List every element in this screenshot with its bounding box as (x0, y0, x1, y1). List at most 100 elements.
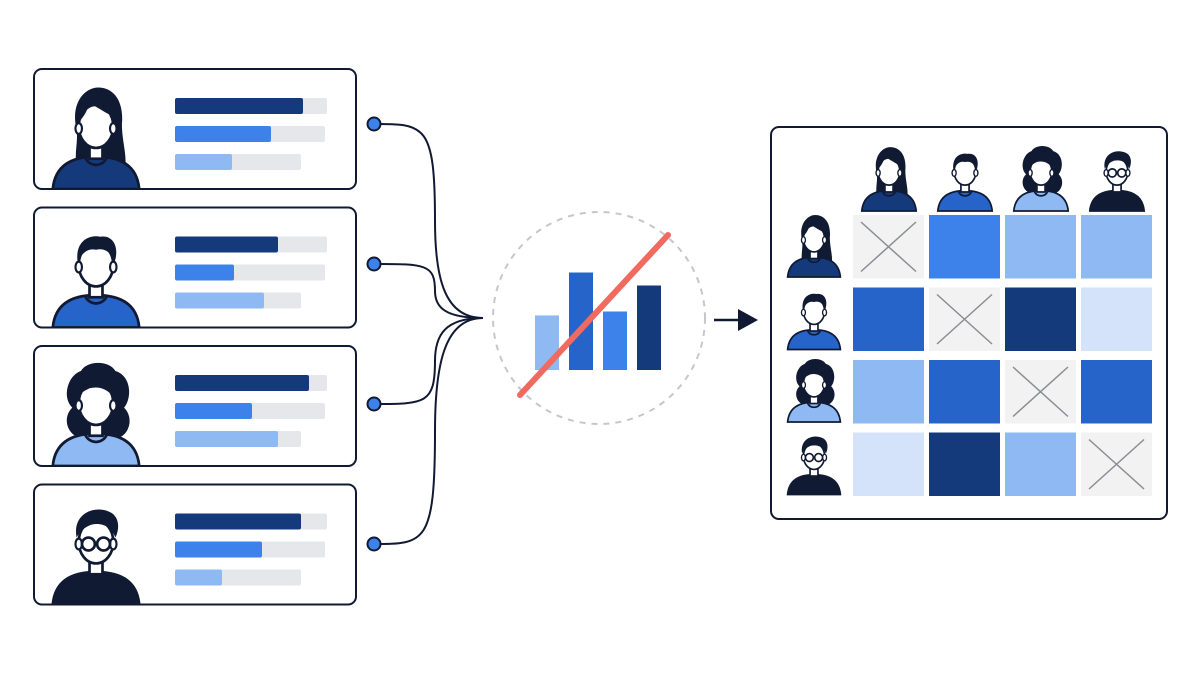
chart-bar (603, 311, 627, 370)
score-bar-fill (175, 569, 222, 586)
glasses-lens (1107, 167, 1118, 178)
cross-mark (860, 221, 917, 273)
column-header-person-long-hair (860, 147, 918, 212)
hair-front (1030, 157, 1052, 168)
connector-line (373, 263, 484, 319)
collar (881, 190, 897, 197)
ear (800, 381, 807, 390)
collar (806, 402, 822, 409)
ear (108, 122, 118, 136)
connector-line (373, 123, 484, 319)
matrix-cell (929, 432, 1000, 496)
ear (108, 399, 118, 413)
ear (821, 308, 828, 317)
ear (1049, 168, 1055, 178)
hair-front (78, 381, 114, 397)
matrix-cell (1081, 287, 1152, 351)
collar (83, 156, 109, 167)
matrix-cell (1005, 287, 1076, 351)
matrix-cell (929, 360, 1000, 424)
matrix-cell (1081, 215, 1152, 279)
cross-mark (936, 293, 993, 345)
row-header-person-short-hair (786, 293, 842, 351)
score-bar-fill (175, 403, 252, 419)
matrix-cell (853, 360, 924, 424)
ear (821, 381, 828, 390)
connector-dot (366, 256, 382, 272)
collar (83, 572, 109, 582)
profile-card (33, 206, 357, 329)
glasses-lens (1116, 167, 1127, 178)
score-bar-fill (175, 126, 271, 142)
column-header-person-glasses (1088, 151, 1146, 212)
collar (957, 190, 973, 197)
matrix-cell (1005, 432, 1076, 496)
hair-front (953, 153, 978, 171)
connector-dot (366, 396, 382, 412)
matrix-cell (853, 287, 924, 351)
avatar-person-curly-hair (51, 362, 141, 465)
collar (806, 474, 822, 481)
strike-line (517, 232, 671, 398)
score-bar-fill (175, 541, 262, 558)
hair-front (75, 509, 119, 538)
ear (74, 260, 84, 274)
chart-bar (637, 285, 661, 370)
row-header-person-curly-hair (786, 358, 842, 423)
matrix-cell (1081, 360, 1152, 424)
collar (806, 329, 822, 336)
collar (1033, 190, 1049, 197)
score-bar-fill (175, 375, 309, 391)
hair-front (802, 293, 827, 310)
matrix-cell (1005, 215, 1076, 279)
column-header-person-short-hair (936, 153, 994, 212)
hair-front (801, 436, 828, 454)
connector-line (373, 317, 484, 545)
matrix-cell (929, 215, 1000, 279)
ear (74, 399, 84, 413)
score-bar-fill (175, 431, 278, 447)
connector-line (373, 317, 484, 405)
collar (1109, 190, 1125, 197)
score-bar-fill (175, 154, 232, 170)
row-header-person-long-hair (786, 214, 842, 278)
hair-front (78, 102, 116, 123)
dashed-circle (492, 211, 706, 425)
ear (951, 168, 957, 178)
ear (821, 236, 828, 245)
connector-dot (366, 536, 382, 552)
score-bar-fill (175, 264, 234, 281)
ear (973, 168, 979, 178)
avatar-person-glasses (51, 509, 141, 604)
ear (74, 122, 84, 136)
connector-dot (366, 116, 382, 132)
ear (1027, 168, 1033, 178)
cross-mark (1088, 438, 1145, 490)
ear (897, 168, 903, 178)
comparison-matrix (770, 126, 1168, 520)
crossed-out-bar-chart-icon (492, 211, 706, 425)
row-header-person-glasses (786, 436, 842, 496)
hair-front (77, 236, 117, 263)
matrix-cell (853, 432, 924, 496)
collar (83, 295, 109, 305)
profile-card (33, 483, 357, 606)
ear (875, 168, 881, 178)
hair-front (803, 370, 825, 380)
column-header-person-curly-hair (1012, 146, 1070, 212)
profile-card (33, 68, 357, 190)
score-bar-fill (175, 513, 301, 530)
score-bar-fill (175, 98, 303, 114)
ear (800, 308, 807, 317)
hair-front (878, 156, 902, 169)
ear (800, 236, 807, 245)
hair-front (1104, 151, 1131, 169)
hair-front (803, 224, 826, 237)
avatar-person-short-hair (51, 236, 141, 327)
profile-card (33, 345, 357, 467)
collar (83, 433, 109, 444)
ear (108, 260, 118, 274)
cross-mark (1012, 366, 1069, 418)
